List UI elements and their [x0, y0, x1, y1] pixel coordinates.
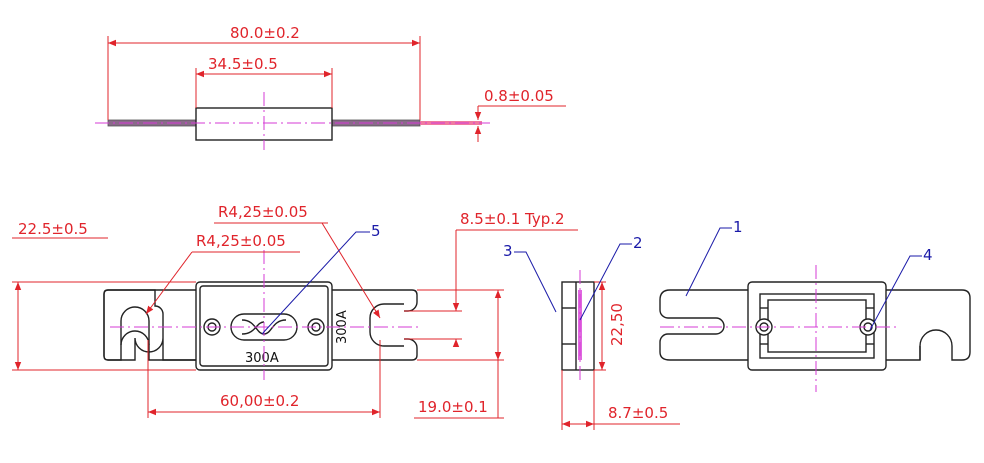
- callout-2: 2: [633, 234, 643, 252]
- dim-width: 22.5±0.5: [18, 220, 88, 238]
- callout-4-leader: [869, 255, 922, 331]
- dim-body-length: 34.5±0.5: [208, 55, 278, 73]
- back-view: 1 4: [659, 218, 971, 392]
- front-right-bottom: [330, 338, 418, 361]
- callout-3: 3: [503, 242, 513, 260]
- dim-radius-top-leader: [321, 222, 381, 319]
- callout-4: 4: [923, 246, 933, 264]
- side-view: 22,50 8.7±0.5 3 2: [503, 234, 680, 430]
- front-rating-label: 300A: [245, 351, 279, 366]
- dim-radius-left-leader: [145, 251, 193, 315]
- dim-radius-left: R4,25±0.05: [196, 232, 286, 250]
- dim-radius-top: R4,25±0.05: [218, 203, 308, 221]
- callout-1: 1: [733, 218, 743, 236]
- front-left-slot: [103, 294, 200, 361]
- dim-thickness: 0.8±0.05: [484, 87, 554, 105]
- front-fuse-element-lower: [241, 321, 265, 335]
- front-left-top-edge: [103, 289, 200, 295]
- front-terminal-blade: [103, 289, 200, 361]
- dim-terminal-width: 8.5±0.1 Typ.2: [460, 210, 565, 228]
- callout-3-leader: [514, 251, 557, 313]
- front-view: 300A 300A 22.5±0.5 R4,25±0.05 R4,25±0.05…: [12, 203, 578, 419]
- back-body: [747, 281, 887, 371]
- dim-pitch: 60,00±0.2: [220, 392, 299, 410]
- dim-side-depth: 8.7±0.5: [608, 404, 668, 422]
- top-view: 80.0±0.2 34.5±0.5 0.8±0.05: [95, 24, 566, 150]
- side-rating-label: 300A: [335, 310, 350, 344]
- dim-overall-length: 80.0±0.2: [230, 24, 300, 42]
- callout-5-leader: [261, 231, 370, 335]
- front-left-slot-arc: [120, 306, 150, 345]
- back-left-terminal: [659, 289, 748, 361]
- callout-5: 5: [371, 222, 381, 240]
- callout-1-leader: [685, 227, 732, 297]
- back-right-terminal: [886, 289, 971, 361]
- dim-side-height: 22,50: [608, 303, 626, 346]
- front-right-top: [330, 289, 418, 312]
- callout-2-leader: [579, 243, 632, 321]
- front-right-slot: [369, 303, 404, 347]
- dim-terminal-outer: 19.0±0.1: [418, 398, 488, 416]
